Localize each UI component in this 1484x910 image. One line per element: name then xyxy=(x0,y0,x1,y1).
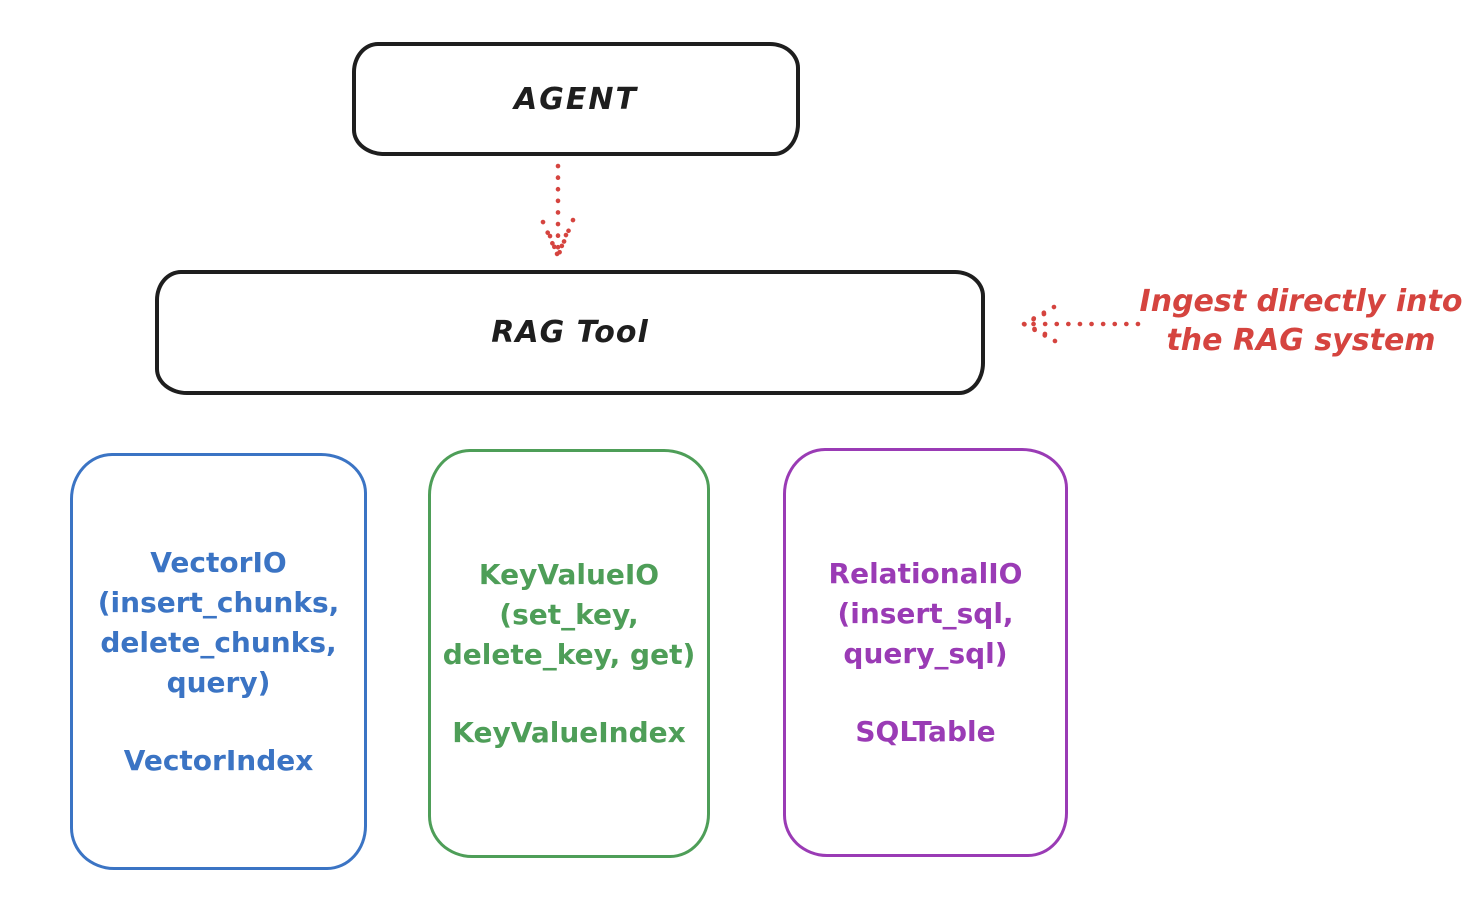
rag-tool-node: RAG Tool xyxy=(155,270,985,395)
ingest-annotation-line2: the RAG system xyxy=(1166,323,1436,358)
vector-io-methods-line3: query) xyxy=(166,665,271,699)
vector-index-label: VectorIndex xyxy=(123,743,314,777)
vector-io-methods-line1: (insert_chunks, xyxy=(97,585,340,619)
relational-io-methods-line2: query_sql) xyxy=(843,636,1008,670)
keyvalue-io-methods-line1: (set_key, xyxy=(499,597,639,631)
agent-node: AGENT xyxy=(352,42,800,156)
agent-label: AGENT xyxy=(514,81,638,117)
keyvalue-io-node: KeyValueIO (set_key, delete_key, get) Ke… xyxy=(428,449,710,858)
keyvalue-io-title: KeyValueIO xyxy=(478,557,660,591)
vector-io-title: VectorIO xyxy=(150,545,287,579)
arrow-annotation-to-ragtool-icon xyxy=(1021,304,1141,344)
relational-io-node: RelationalIO (insert_sql, query_sql) SQL… xyxy=(783,448,1068,857)
relational-io-title: RelationalIO xyxy=(828,556,1023,590)
relational-io-methods-line1: (insert_sql, xyxy=(837,596,1014,630)
vector-io-methods-line2: delete_chunks, xyxy=(100,625,337,659)
arrow-agent-to-ragtool-icon xyxy=(540,163,576,259)
sql-table-label: SQLTable xyxy=(855,714,996,748)
vector-io-node: VectorIO (insert_chunks, delete_chunks, … xyxy=(70,453,367,870)
rag-tool-label: RAG Tool xyxy=(491,315,649,350)
ingest-annotation: Ingest directly into the RAG system xyxy=(1128,282,1474,360)
keyvalue-index-label: KeyValueIndex xyxy=(452,715,686,749)
ingest-annotation-line1: Ingest directly into xyxy=(1139,284,1463,319)
keyvalue-io-methods-line2: delete_key, get) xyxy=(442,637,696,671)
